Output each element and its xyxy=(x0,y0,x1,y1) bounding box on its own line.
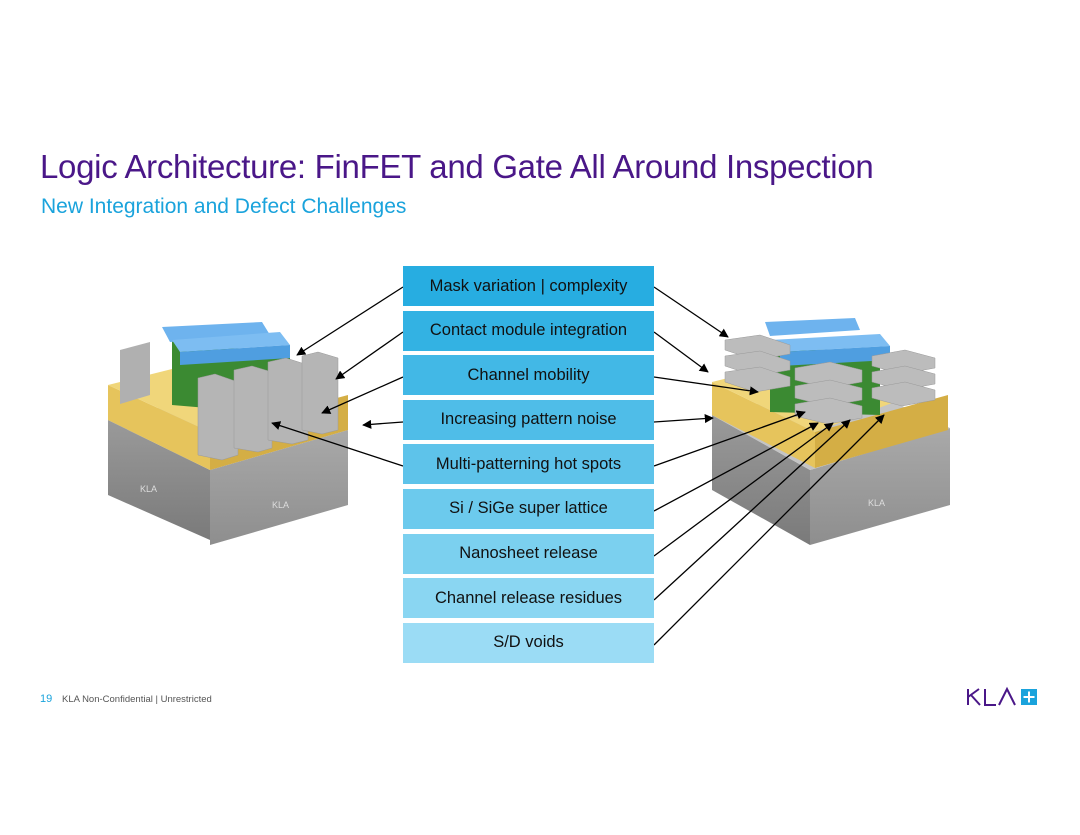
challenge-box: Multi-patterning hot spots xyxy=(403,444,654,485)
fin-2 xyxy=(233,365,273,453)
arrow-multipattern-left xyxy=(271,421,404,467)
challenge-box: Nanosheet release xyxy=(403,533,654,574)
arrow-nanosheet-right xyxy=(653,422,834,557)
classification-label: KLA Non-Confidential | Unrestricted xyxy=(62,694,212,705)
arrow-contact-left xyxy=(335,331,404,380)
challenge-box: S/D voids xyxy=(403,622,654,663)
arrow-contact-right xyxy=(653,331,709,373)
challenge-box: Si / SiGe super lattice xyxy=(403,488,654,529)
challenge-box: Channel release residues xyxy=(403,578,654,619)
arrow-superlattice-right xyxy=(653,422,819,512)
slide-subtitle: New Integration and Defect Challenges xyxy=(41,195,407,218)
arrow-multipattern-right xyxy=(653,410,806,467)
fin-4 xyxy=(301,351,339,435)
right-arrows xyxy=(653,286,885,646)
page-number: 19 xyxy=(40,693,53,705)
challenge-box: Channel mobility xyxy=(403,355,654,396)
finfet-gate-blue-front-top xyxy=(172,332,290,352)
fin-1 xyxy=(197,373,239,461)
finfet-gate-blue-top-back xyxy=(162,322,270,342)
challenge-box: Contact module integration xyxy=(403,310,654,351)
gaa-sheet-right-1 xyxy=(871,349,936,375)
finfet-epi-left xyxy=(108,385,210,470)
challenge-box: Mask variation | complexity xyxy=(403,266,654,306)
gaa-epi-front xyxy=(815,395,948,468)
finfet-logo-side: KLA xyxy=(140,484,157,494)
finfet-logo-front: KLA xyxy=(272,500,289,510)
slide-title: Logic Architecture: FinFET and Gate All … xyxy=(40,148,874,185)
gaa-epi-left xyxy=(712,382,815,468)
left-arrows xyxy=(271,286,404,467)
arrow-residues-right xyxy=(653,419,851,601)
gaa-substrate-front xyxy=(810,428,950,545)
arrow-mobility-left xyxy=(321,376,404,414)
gaa-sheet-front-1 xyxy=(794,361,863,389)
gaa-sheet-right-3 xyxy=(871,381,936,407)
finfet-device: KLA KLA xyxy=(108,322,348,545)
gaa-substrate-left xyxy=(712,415,810,545)
finfet-gate-blue-front xyxy=(180,345,290,365)
gaa-sheet-front-2 xyxy=(794,379,863,407)
gaa-device: KLA xyxy=(712,318,950,545)
arrow-noise-left xyxy=(362,419,404,429)
gaa-sheet-left-3 xyxy=(724,366,791,393)
gaa-gate-blue-front xyxy=(780,346,890,366)
gaa-logo-front: KLA xyxy=(868,498,885,508)
arrow-mask-left xyxy=(296,286,404,356)
arrow-noise-right xyxy=(653,414,714,424)
finfet-substrate-left xyxy=(108,420,210,540)
gaa-gate-blue-back xyxy=(765,318,860,336)
kla-logo xyxy=(967,686,1037,706)
gaa-gate-blue-front-top xyxy=(770,334,890,352)
finfet-substrate-front xyxy=(210,430,348,545)
arrow-mobility-right xyxy=(653,376,759,396)
challenge-list: Mask variation | complexity Contact modu… xyxy=(403,266,654,667)
gaa-sheet-right-2 xyxy=(871,365,936,391)
arrow-mask-right xyxy=(653,286,729,338)
finfet-back-fin xyxy=(120,342,150,404)
arrow-voids-right xyxy=(653,414,885,646)
challenge-box: Increasing pattern noise xyxy=(403,399,654,440)
